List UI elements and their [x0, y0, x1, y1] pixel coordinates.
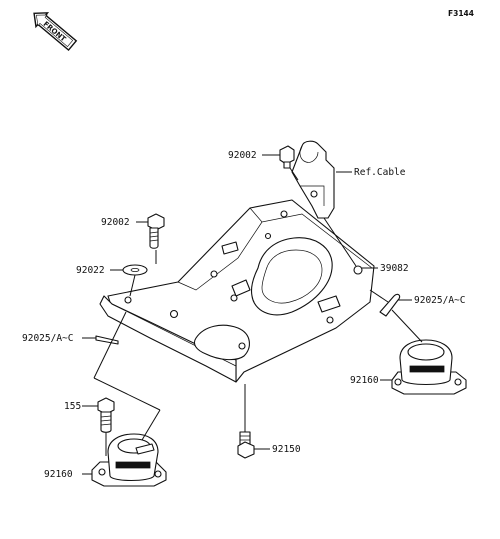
bolt-left — [147, 213, 165, 249]
front-arrow-icon: FRONT — [33, 12, 78, 52]
bolt-top — [279, 145, 295, 169]
callout-bolt-155: 155 — [64, 401, 81, 412]
flange-hole — [124, 296, 132, 304]
bolt-155 — [97, 397, 115, 433]
pin-left — [95, 335, 119, 345]
callout-bolt-92150: 92150 — [272, 444, 301, 455]
hole-left — [210, 270, 218, 278]
leader-lines — [82, 154, 423, 475]
bolt-92150 — [237, 431, 255, 459]
hole-right — [353, 265, 363, 275]
callout-bolt-left: 92002 — [101, 217, 130, 228]
callout-mount-right: 92160 — [350, 375, 379, 386]
pin-right — [379, 293, 401, 317]
figure-code: F3144 — [448, 9, 474, 18]
mount-left — [91, 433, 167, 487]
callout-bracket: 39082 — [380, 263, 409, 274]
callout-ref-cable: Ref.Cable — [354, 167, 406, 178]
callout-pin-right: 92025/A~C — [414, 295, 465, 306]
callout-washer: 92022 — [76, 265, 105, 276]
callout-pin-left: 92025/A~C — [22, 333, 73, 344]
callout-bolt-top: 92002 — [228, 150, 257, 161]
callout-mount-left: 92160 — [44, 469, 73, 480]
engine-mount-bracket — [99, 199, 375, 383]
cable-clamp — [291, 140, 335, 219]
mount-right — [391, 339, 467, 395]
washer — [122, 264, 148, 276]
